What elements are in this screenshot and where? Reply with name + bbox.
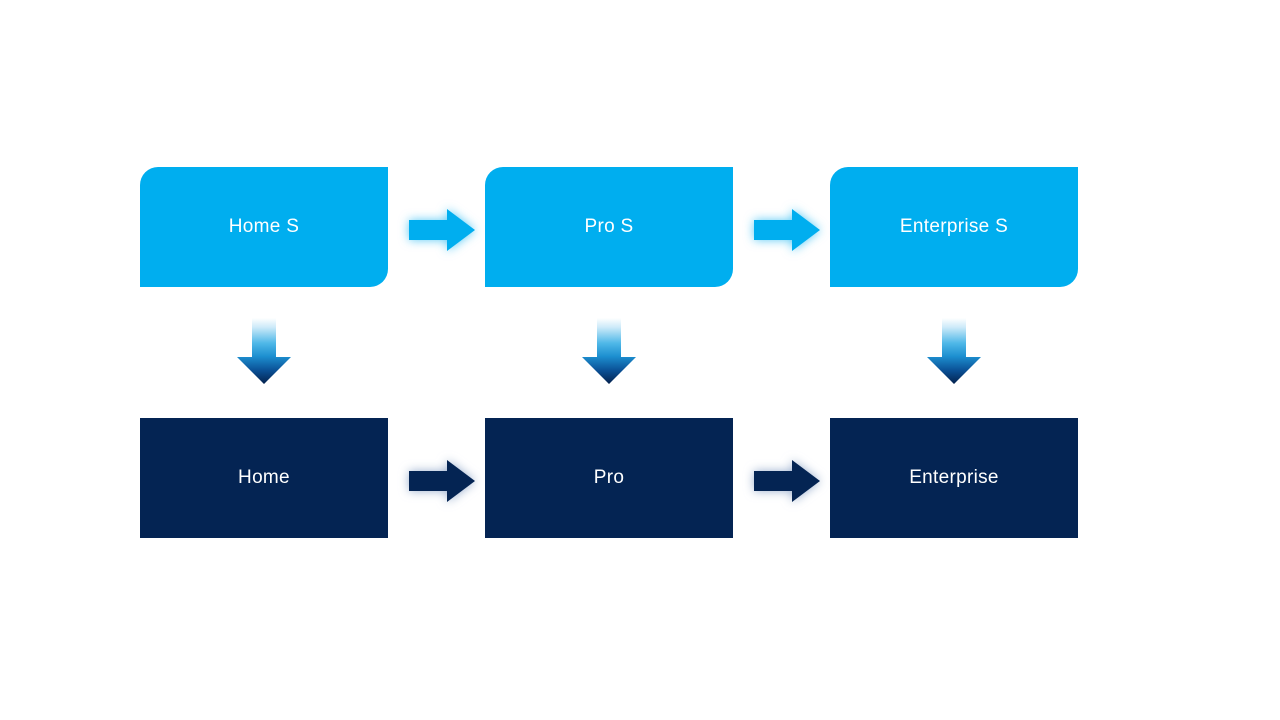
node-label: Pro [593,467,625,488]
right-arrow-icon [754,460,820,502]
node-pro-s: Pro S [485,167,733,287]
node-label: Home S [228,216,300,237]
right-arrow-icon [754,209,820,251]
right-arrow-icon [409,460,475,502]
node-label: Pro S [584,216,634,237]
down-arrow-icon [582,318,636,384]
node-enterprise: Enterprise [830,418,1078,538]
node-label: Home [238,467,290,488]
down-arrow-icon [927,318,981,384]
node-enterprise-s: Enterprise S [830,167,1078,287]
node-label: Enterprise S [899,216,1009,237]
node-pro: Pro [485,418,733,538]
node-label: Enterprise [909,467,999,488]
node-home-s: Home S [140,167,388,287]
right-arrow-icon [409,209,475,251]
node-home: Home [140,418,388,538]
down-arrow-icon [237,318,291,384]
